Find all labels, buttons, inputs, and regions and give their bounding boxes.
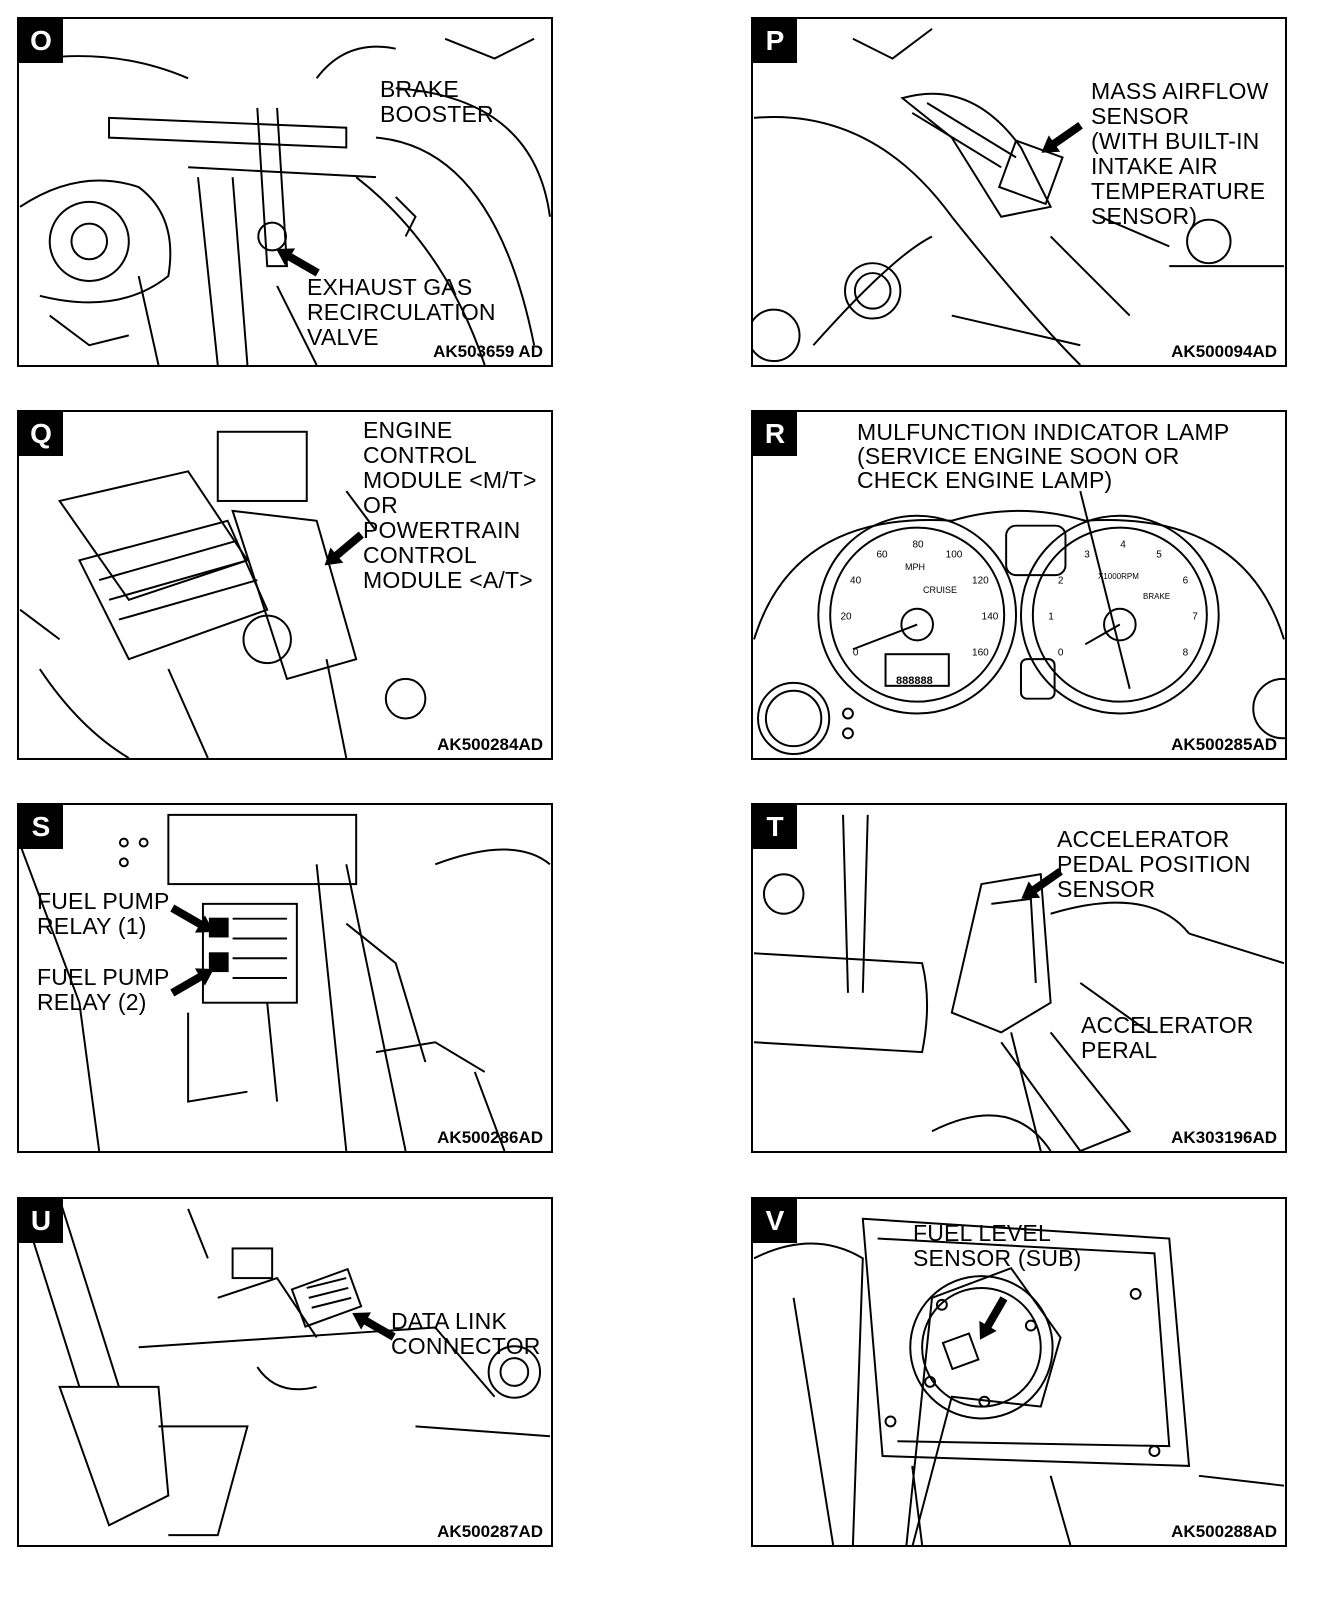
accelerator-pedal-position-sensor-label: ACCELERATOR PEDAL POSITION SENSOR: [1057, 826, 1251, 902]
tachometer-unit: X1000RPM: [1098, 572, 1139, 581]
mass-airflow-illustration: [753, 28, 1284, 365]
figure-code: AK503659 AD: [433, 342, 543, 361]
panel-v: V FUEL LEVEL SENSOR (SUB) AK500288AD: [751, 1197, 1287, 1547]
panel-letter: Q: [19, 412, 63, 456]
mass-airflow-sensor-label: MASS AIRFLOW SENSOR (WITH BUILT-IN INTAK…: [1091, 78, 1269, 229]
gauge-tick-label: 4: [1120, 539, 1126, 551]
brake-booster-label: BRAKE BOOSTER: [380, 76, 494, 127]
figure-code: AK303196AD: [1171, 1128, 1277, 1147]
gauge-tick-label: 120: [972, 575, 989, 587]
panel-t: T ACCELERATOR PEDAL POSITION SENSOR ACCE…: [751, 803, 1287, 1153]
panel-p: P MASS AIRFLOW SENSOR (WITH BUILT-IN INT…: [751, 17, 1287, 367]
brake-booster-illustration: [19, 37, 551, 365]
speedometer-unit: MPH: [905, 562, 925, 572]
figure-code: AK500094AD: [1171, 342, 1277, 361]
malfunction-indicator-lamp-label: MULFUNCTION INDICATOR LAMP (SERVICE ENGI…: [857, 419, 1230, 493]
odometer-display: 888888: [896, 675, 933, 687]
gauge-tick-label: 60: [876, 549, 888, 561]
panel-r: R MULFUNCTION INDICATOR LAMP (SERVICE EN…: [751, 410, 1287, 760]
gauge-tick-label: 6: [1182, 575, 1189, 587]
gauge-tick-label: 0: [1057, 647, 1064, 659]
figure-code: AK500285AD: [1171, 735, 1277, 754]
panel-letter: S: [19, 805, 63, 849]
fuel-level-sensor-illustration: [753, 1217, 1285, 1545]
panel-letter: P: [753, 19, 797, 63]
fuel-level-sensor-label: FUEL LEVEL SENSOR (SUB): [913, 1220, 1082, 1271]
arrow-icon: [276, 248, 320, 277]
panel-letter: U: [19, 1199, 63, 1243]
engine-control-module-label: ENGINE CONTROL MODULE <M/T> OR POWERTRAI…: [363, 417, 537, 593]
figure-code: AK500288AD: [1171, 1522, 1277, 1541]
gauge-tick-label: 5: [1156, 549, 1162, 561]
arrow-icon: [979, 1296, 1008, 1340]
panel-o: O BRAKE BOOSTER EXHAUST GAS RECIRCULATIO…: [17, 17, 553, 367]
accelerator-pedal-illustration: [754, 814, 1285, 1151]
figure-code: AK500284AD: [437, 735, 543, 754]
panel-letter: T: [753, 805, 797, 849]
fuel-pump-relay-2-label: FUEL PUMP RELAY (2): [37, 964, 170, 1015]
gauge-tick-label: 140: [981, 611, 999, 623]
panel-letter: R: [753, 412, 797, 456]
gauge-tick-label: 2: [1057, 575, 1064, 587]
gauge-tick-label: 100: [945, 549, 963, 561]
panel-letter: O: [19, 19, 63, 63]
gauge-tick-label: 40: [850, 575, 862, 587]
fuel-pump-relay-illustration: [19, 813, 551, 1151]
arrow-icon: [170, 968, 214, 997]
cruise-indicator: CRUISE: [923, 585, 958, 595]
gauge-tick-label: 80: [912, 539, 924, 551]
figure-code: AK500287AD: [437, 1522, 543, 1541]
gauge-tick-label: 0: [852, 647, 859, 659]
figure-code: AK500286AD: [437, 1128, 543, 1147]
gauge-tick-label: 20: [840, 611, 852, 623]
panel-s: S FUEL PUMP RELAY (1) FUEL PUMP RELAY (2…: [17, 803, 553, 1153]
instrument-cluster-illustration: [753, 490, 1285, 756]
gauge-tick-label: 1: [1048, 611, 1054, 623]
brake-warning-indicator: BRAKE: [1143, 592, 1171, 601]
fuel-pump-relay-1-label: FUEL PUMP RELAY (1): [37, 888, 170, 939]
data-link-connector-label: DATA LINK CONNECTOR: [391, 1308, 541, 1359]
arrow-icon: [352, 1312, 396, 1341]
gauge-tick-label: 3: [1084, 549, 1090, 561]
gauge-tick-label: 8: [1182, 647, 1189, 659]
panel-u: U DATA LINK CONNECTOR AK500287AD: [17, 1197, 553, 1547]
panel-letter: V: [753, 1199, 797, 1243]
arrow-icon: [324, 531, 364, 566]
panel-q: Q ENGINE CONTROL MODULE <M/T> OR POWERTR…: [17, 410, 553, 760]
arrow-icon: [1041, 121, 1083, 153]
gauge-tick-label: 160: [972, 647, 989, 659]
data-link-connector-illustration: [19, 1199, 551, 1537]
gauge-tick-label: 7: [1192, 611, 1198, 623]
accelerator-pedal-label: ACCELERATOR PERAL: [1081, 1012, 1254, 1063]
egr-valve-label: EXHAUST GAS RECIRCULATION VALVE: [307, 274, 496, 350]
engine-control-module-illustration: [19, 430, 427, 758]
arrow-icon: [170, 904, 214, 933]
arrow-icon: [1021, 867, 1063, 899]
